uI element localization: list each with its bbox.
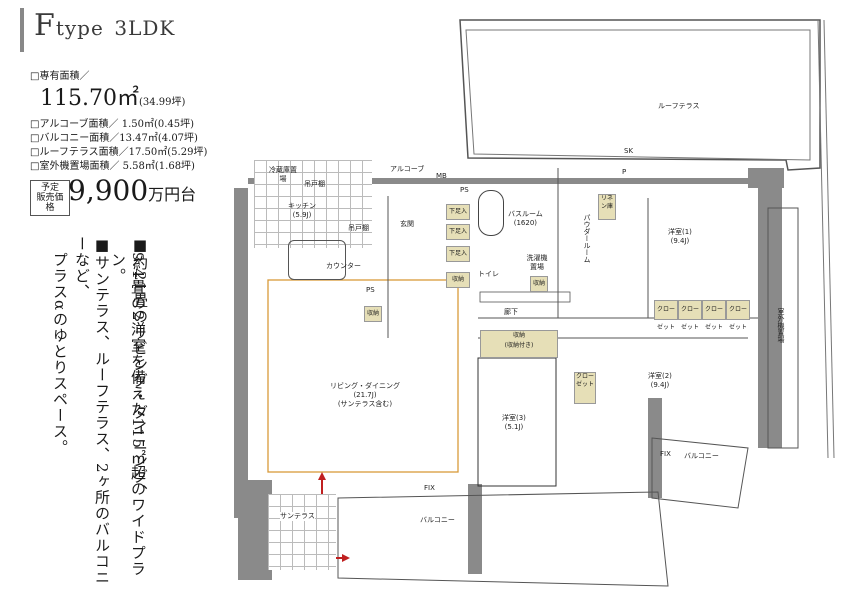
feature-line-3: ■サンテラス、ルーフテラス、2ヶ所のバルコニーなど、 xyxy=(73,236,111,586)
fix-label-bottom: FIX xyxy=(424,484,435,492)
p-label: P xyxy=(622,168,627,176)
powder-room-label: パウダールーム xyxy=(583,214,591,263)
fridge-label: 冷蔵庫置場 xyxy=(269,166,297,183)
exclusive-area-value: 115.70㎡(34.99坪) xyxy=(40,86,186,111)
corridor-label: 廊下 xyxy=(504,308,518,316)
ps-label-left: PS xyxy=(366,286,375,294)
shoe-cabinet-1: 下足入 xyxy=(446,204,470,220)
storage-west3: 収納(収納付き) xyxy=(480,330,558,358)
sun-terrace-area xyxy=(268,494,336,570)
outdoor-unit-label: 室外機置場 xyxy=(777,308,785,343)
alcove-area: □アルコーブ面積／ 1.50㎡(0.45坪) xyxy=(30,119,195,130)
storage-tag-3: 収納 xyxy=(530,276,548,292)
floor-plan: ルーフテラス SK P キッチン(5.9J) 冷蔵庫置場 吊戸棚 吊戸棚 カウン… xyxy=(228,18,860,600)
feature-line-1: ■約21畳のリビング・ダイニング、 xyxy=(131,236,149,501)
roof-terrace-label: ルーフテラス xyxy=(658,102,700,110)
mb-label: MB xyxy=(436,172,447,180)
plan-title: Ftype 3LDK xyxy=(34,8,176,43)
counter-label: カウンター xyxy=(326,262,361,270)
storage-tag-1: 収納 xyxy=(446,272,470,288)
washer-label: 洗濯機置場 xyxy=(526,254,548,271)
storage-tag-2: 収納 xyxy=(364,306,382,322)
price-label: 予定販売価格 xyxy=(30,180,70,216)
kitchen-sink xyxy=(288,240,346,280)
roof-terrace-area: □ルーフテラス面積／17.50㎡(5.29坪) xyxy=(30,147,208,158)
shoe-cabinet-3: 下足入 xyxy=(446,246,470,262)
west-room-3-label: 洋室(3)(5.1J) xyxy=(502,414,526,431)
kitchen-area xyxy=(254,160,372,248)
closet-3: クローゼット xyxy=(702,300,726,331)
feature-line-4: プラスαのゆとりスペース。 xyxy=(51,252,69,456)
bathtub xyxy=(478,190,504,236)
ps-label-top: PS xyxy=(460,186,469,194)
floor-plan-drawing xyxy=(234,19,835,587)
title-accent-bar xyxy=(20,8,24,52)
fix-label-right: FIX xyxy=(660,450,671,458)
exclusive-area-label: □専有面積／ xyxy=(30,71,90,82)
west-room-1-label: 洋室(1)(9.4J) xyxy=(668,228,692,245)
sun-terrace-label: サンテラス xyxy=(280,512,315,521)
shoe-cabinet-2: 下足入 xyxy=(446,224,470,240)
bathroom-label: バスルーム(1620) xyxy=(508,210,543,227)
closet-1: クローゼット xyxy=(654,300,678,331)
linen-storage: リネン庫 xyxy=(598,194,616,220)
feature-line-2: 9.4畳の2洋室を備えた115㎡超のワイドプラン。 xyxy=(109,252,147,578)
closet-5: クローゼット xyxy=(574,372,596,404)
closet-4: クローゼット xyxy=(726,300,750,331)
price-value: 9,900万円台 xyxy=(68,174,197,207)
toilet-label: トイレ xyxy=(478,270,499,278)
sk-label: SK xyxy=(624,147,634,155)
kitchen-shelf-label-2: 吊戸棚 xyxy=(348,224,369,232)
balcony-area: □バルコニー面積／13.47㎡(4.07坪) xyxy=(30,133,198,144)
kitchen-label: キッチン(5.9J) xyxy=(288,202,316,219)
entrance-label: 玄関 xyxy=(400,220,414,228)
balcony-right-label: バルコニー xyxy=(684,452,719,460)
kitchen-shelf-label: 吊戸棚 xyxy=(304,180,325,188)
balcony-bottom-label: バルコニー xyxy=(420,516,455,524)
closet-2: クローゼット xyxy=(678,300,702,331)
living-label: リビング・ダイニング(21.7J)(サンテラス含む) xyxy=(330,382,400,408)
west-room-2-label: 洋室(2)(9.4J) xyxy=(648,372,672,389)
alcove-label: アルコーブ xyxy=(390,165,425,173)
outdoor-unit-area: □室外機置場面積／ 5.58㎡(1.68坪) xyxy=(30,161,195,172)
area-specs: □専有面積／ 115.70㎡(34.99坪) □アルコーブ面積／ 1.50㎡(0… xyxy=(30,70,207,174)
